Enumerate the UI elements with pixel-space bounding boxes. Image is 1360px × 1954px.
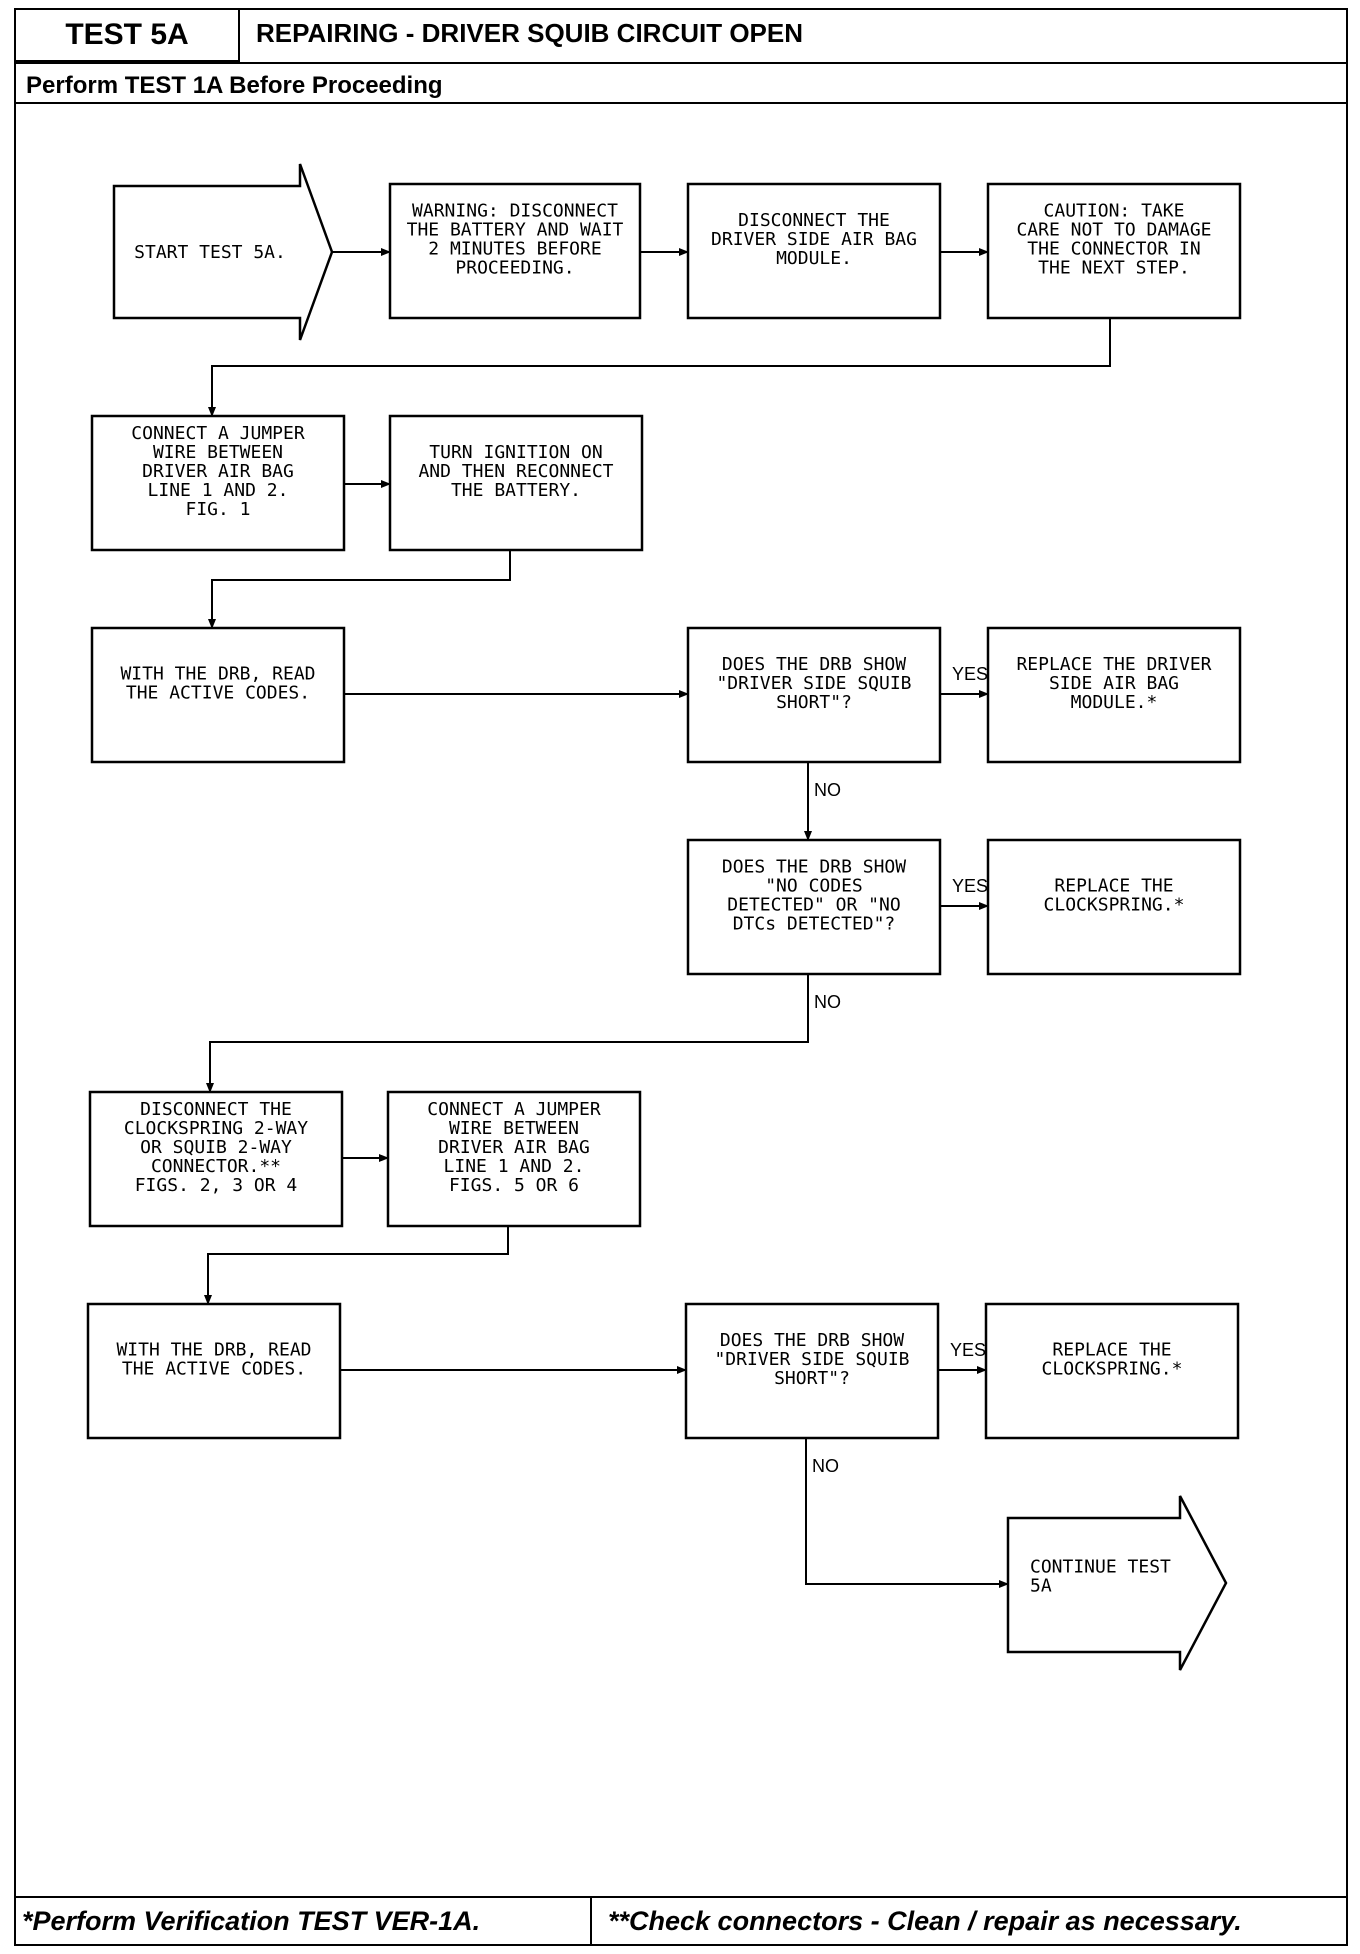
start-test-shape xyxy=(112,163,334,341)
yes-label-2: YES xyxy=(952,876,988,896)
footer-note-verification: *Perform Verification TEST VER-1A. xyxy=(22,1906,481,1936)
continue-test-shape xyxy=(1006,1495,1228,1671)
replace-clockspring-step-1-box xyxy=(986,838,1242,976)
page-frame: TEST 5A REPAIRING - DRIVER SQUIB CIRCUIT… xyxy=(14,8,1348,1946)
footer-divider xyxy=(16,1896,1346,1898)
start-test-text: START TEST 5A. xyxy=(134,242,286,263)
footer-column-divider xyxy=(590,1896,592,1946)
no-label-2: NO xyxy=(814,992,841,1012)
test-id: TEST 5A xyxy=(16,10,240,62)
yes-label-1: YES xyxy=(952,664,988,684)
decision-squib-short-1-box xyxy=(686,626,942,764)
jumper-step-1-box xyxy=(90,414,346,552)
no-label-1: NO xyxy=(814,780,841,800)
connector-ignition-to-read xyxy=(208,550,511,629)
read-codes-step-2-box xyxy=(86,1302,342,1440)
connector-question-3-no xyxy=(805,1438,1009,1588)
yes-label-3: YES xyxy=(950,1340,986,1360)
page-title: REPAIRING - DRIVER SQUIB CIRCUIT OPEN xyxy=(256,18,804,48)
ignition-on-step-box xyxy=(388,414,644,552)
connector-question-2-no xyxy=(206,974,809,1093)
header-divider xyxy=(16,102,1346,104)
connector-caution-to-jumper xyxy=(208,318,1111,417)
disconnect-module-step-box xyxy=(686,182,942,320)
decision-no-codes-box xyxy=(686,838,942,976)
jumper-step-2-box xyxy=(386,1090,642,1228)
replace-clockspring-step-2-box xyxy=(984,1302,1240,1440)
replace-module-step-box xyxy=(986,626,1242,764)
prerequisite-note: Perform TEST 1A Before Proceeding xyxy=(26,72,443,99)
read-codes-step-1-box xyxy=(90,626,346,764)
header-divider xyxy=(16,62,1346,64)
decision-squib-short-2-box xyxy=(684,1302,940,1440)
no-label-3: NO xyxy=(812,1456,839,1476)
connector-jumper-2-to-read xyxy=(204,1226,509,1305)
footer-note-connectors: **Check connectors - Clean / repair as n… xyxy=(608,1906,1242,1936)
caution-step-box xyxy=(986,182,1242,320)
